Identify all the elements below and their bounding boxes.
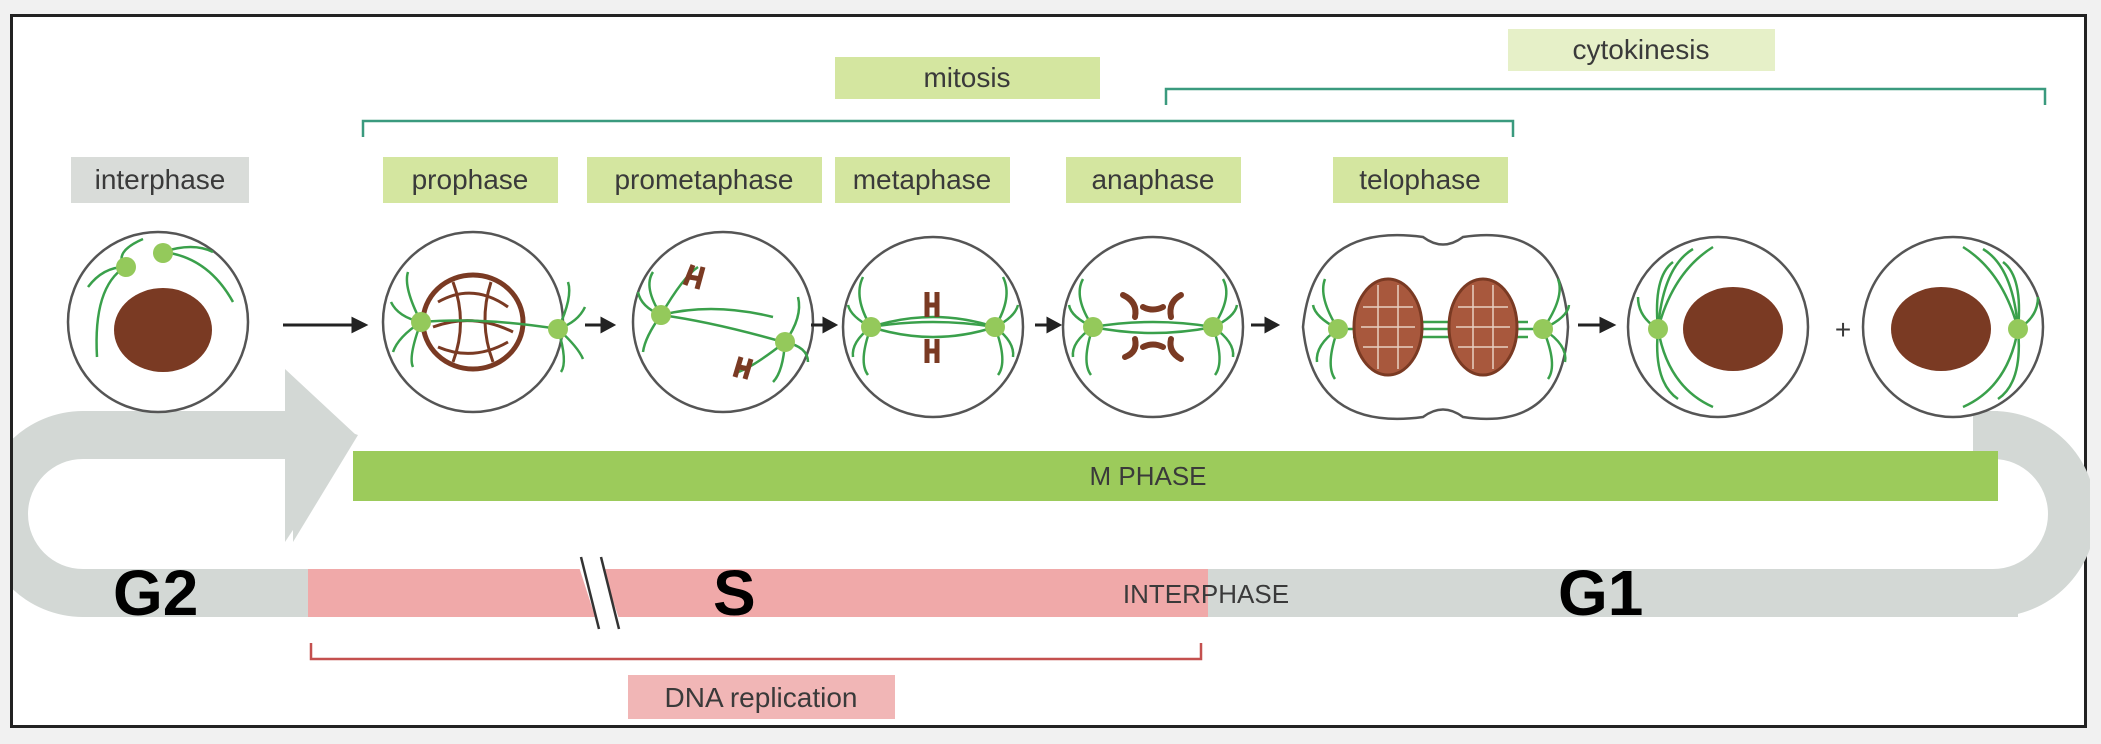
prometaphase-cell: [631, 230, 815, 414]
telophase-cell: [1301, 233, 1571, 421]
metaphase-label: metaphase: [853, 164, 992, 195]
cytokinesis-bracket: [1164, 87, 2047, 105]
cycle-band-right-cap: [1973, 569, 2003, 617]
s-phase-break-mark: [578, 556, 621, 630]
plus-sign: +: [1835, 314, 1851, 345]
anaphase-cell: [1061, 235, 1245, 419]
diagram-frame: M PHASE INTERPHASE G2 S G1 DNA replicati…: [10, 14, 2090, 728]
interphase-band-label: INTERPHASE: [1123, 579, 1289, 609]
prometaphase-label-box: [587, 157, 822, 203]
daughter-cell-left: [1626, 235, 1810, 419]
telophase-label: telophase: [1359, 164, 1480, 195]
mitosis-label-box: [835, 57, 1100, 99]
cycle-arrowhead-large: [285, 369, 356, 542]
prophase-cell: [381, 230, 587, 414]
dna-replication-bracket: [309, 643, 1203, 661]
anaphase-label: anaphase: [1091, 164, 1214, 195]
cytokinesis-label: cytokinesis: [1573, 34, 1710, 65]
stage-arrows: [283, 316, 1617, 334]
mitosis-bracket: [361, 119, 1515, 137]
g2-label: G2: [113, 557, 198, 629]
cytokinesis-label-box: [1508, 29, 1775, 71]
interphase-label: interphase: [95, 164, 226, 195]
m-phase-label: M PHASE: [1089, 461, 1206, 491]
dna-replication-label-box: [628, 675, 895, 719]
interphase-label-box: [71, 157, 249, 203]
prophase-label: prophase: [412, 164, 529, 195]
cycle-loop-right: [1993, 411, 2090, 617]
daughter-cell-right: [1861, 235, 2045, 419]
s-phase-bar: [308, 569, 1208, 617]
metaphase-cell: [841, 235, 1025, 419]
metaphase-label-box: [835, 157, 1010, 203]
cell-cycle-diagram: M PHASE INTERPHASE G2 S G1 DNA replicati…: [13, 29, 2090, 719]
dna-replication-label: DNA replication: [665, 682, 858, 713]
anaphase-label-box: [1066, 157, 1241, 203]
g1-label: G1: [1558, 557, 1643, 629]
s-label: S: [713, 557, 756, 629]
interphase-cell: [66, 230, 250, 414]
mitosis-label: mitosis: [923, 62, 1010, 93]
m-phase-bar: [353, 451, 1998, 501]
telophase-label-box: [1333, 157, 1508, 203]
prophase-label-box: [383, 157, 558, 203]
prometaphase-label: prometaphase: [614, 164, 793, 195]
